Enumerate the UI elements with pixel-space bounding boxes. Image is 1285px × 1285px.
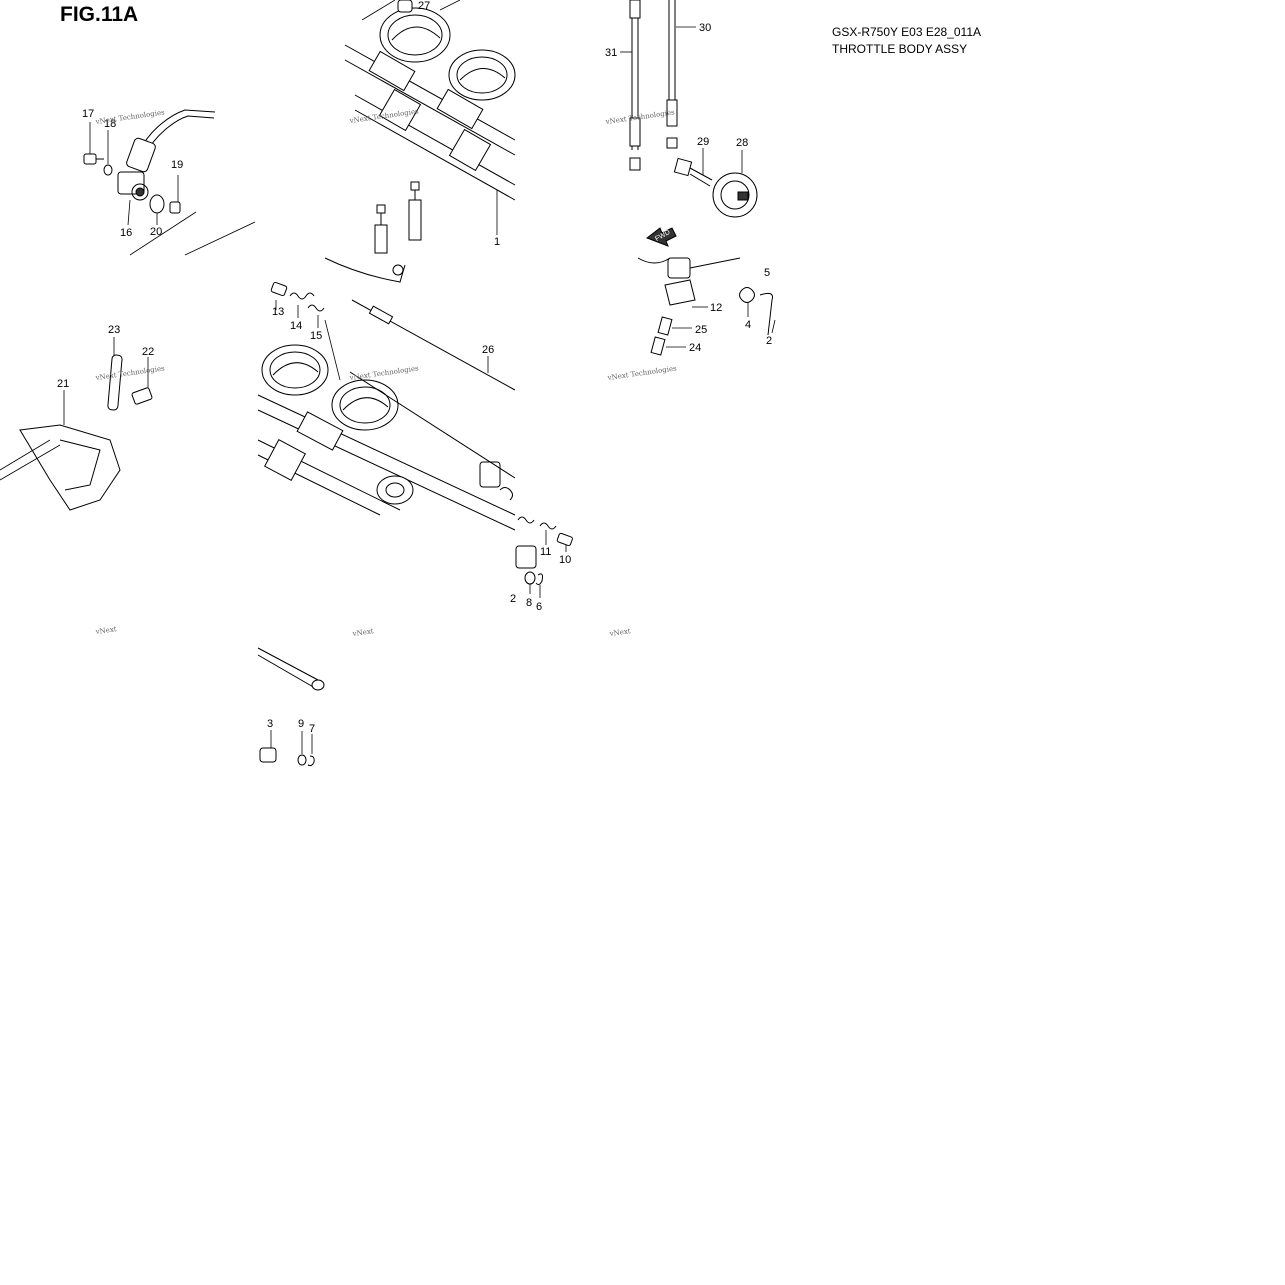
bracket-group <box>0 337 153 511</box>
model-code: GSX-R750Y E03 E28_011A <box>832 25 981 39</box>
callout-31: 31 <box>605 47 617 59</box>
callout-7: 7 <box>309 723 315 735</box>
callout-1: 1 <box>494 236 500 248</box>
callout-25: 25 <box>695 324 707 336</box>
watermark-9: vNext <box>608 627 631 638</box>
callout-12: 12 <box>710 302 722 314</box>
callouts: 1 2 2 3 4 5 6 7 8 9 10 11 12 13 14 15 16… <box>57 0 772 735</box>
callout-2-lower: 2 <box>510 593 516 605</box>
callout-15: 15 <box>310 330 322 342</box>
linkage-group <box>637 257 776 356</box>
callout-19: 19 <box>171 159 183 171</box>
callout-24: 24 <box>689 342 701 354</box>
fwd-arrow-icon: FWD <box>645 227 677 247</box>
callout-14: 14 <box>290 320 302 332</box>
callout-16: 16 <box>120 227 132 239</box>
callout-23: 23 <box>108 324 120 336</box>
callout-18: 18 <box>104 118 116 130</box>
callout-13: 13 <box>272 306 284 318</box>
callout-6: 6 <box>536 601 542 613</box>
callout-21: 21 <box>57 378 69 390</box>
callout-4: 4 <box>745 319 751 331</box>
figure-title: FIG.11A <box>60 3 139 26</box>
small-parts-group <box>259 516 573 767</box>
callout-27: 27 <box>418 0 430 12</box>
callout-10: 10 <box>559 554 571 566</box>
callout-22: 22 <box>142 346 154 358</box>
watermarks: vNext Technologies vNext Technologies vN… <box>94 107 677 638</box>
watermark-4: vNext Technologies <box>94 364 165 382</box>
callout-29: 29 <box>697 136 709 148</box>
callout-30: 30 <box>699 22 711 34</box>
throttle-body-lower <box>257 281 516 691</box>
callout-28: 28 <box>736 137 748 149</box>
callout-9: 9 <box>298 718 304 730</box>
watermark-6: vNext Technologies <box>606 364 677 382</box>
callout-2: 2 <box>766 335 772 347</box>
watermark-1: vNext Technologies <box>94 108 165 126</box>
callout-26: 26 <box>482 344 494 356</box>
throttle-body-upper <box>324 0 516 283</box>
assembly-name: THROTTLE BODY ASSY <box>832 42 968 56</box>
callout-17: 17 <box>82 108 94 120</box>
callout-5: 5 <box>764 267 770 279</box>
watermark-5: vNext Technologies <box>348 364 419 382</box>
watermark-8: vNext <box>351 627 374 638</box>
cable-pulley-group: FWD <box>620 0 758 247</box>
callout-3: 3 <box>267 718 273 730</box>
callout-8: 8 <box>526 597 532 609</box>
callout-20: 20 <box>150 226 162 238</box>
callout-11: 11 <box>540 546 551 558</box>
sensor-group <box>83 109 256 256</box>
watermark-7: vNext <box>94 625 117 636</box>
